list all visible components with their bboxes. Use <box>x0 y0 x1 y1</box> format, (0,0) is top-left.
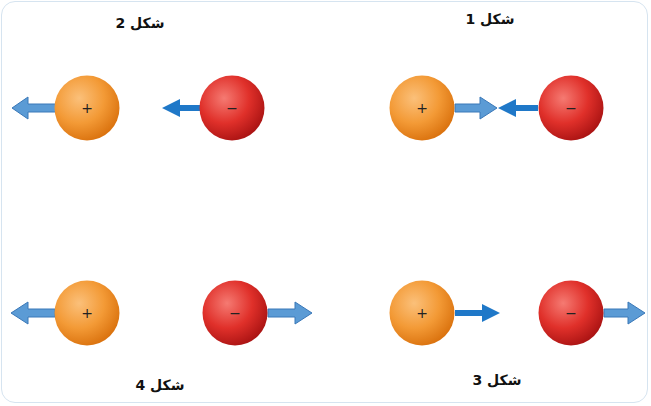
force-arrow <box>498 99 538 117</box>
figure-label: شكل 3 <box>472 372 521 388</box>
sign-holder: + <box>389 75 455 141</box>
force-arrow <box>268 302 312 324</box>
charge-sign: + <box>81 100 93 116</box>
charge-sign: − <box>565 305 577 321</box>
force-arrow <box>455 304 500 322</box>
charge-sign: + <box>81 305 93 321</box>
sign-holder: − <box>199 75 265 141</box>
positive-charge: + <box>389 280 455 346</box>
positive-charge: + <box>54 75 120 141</box>
charge-sign: + <box>416 305 428 321</box>
sign-holder: − <box>538 75 604 141</box>
negative-charge: − <box>538 75 604 141</box>
sign-holder: − <box>202 280 268 346</box>
force-arrow <box>162 99 200 117</box>
force-arrow <box>12 97 56 119</box>
positive-charge: + <box>54 280 120 346</box>
force-arrow <box>11 302 55 324</box>
figure-label: شكل 1 <box>465 11 514 27</box>
positive-charge: + <box>389 75 455 141</box>
charge-sign: − <box>226 100 238 116</box>
negative-charge: − <box>202 280 268 346</box>
negative-charge: − <box>199 75 265 141</box>
charge-sign: − <box>229 305 241 321</box>
charge-sign: + <box>416 100 428 116</box>
sign-holder: + <box>54 75 120 141</box>
force-arrow <box>604 302 645 324</box>
negative-charge: − <box>538 280 604 346</box>
sign-holder: + <box>389 280 455 346</box>
sign-holder: + <box>54 280 120 346</box>
charge-sign: − <box>565 100 577 116</box>
force-arrow <box>455 97 497 119</box>
figure-label: شكل 2 <box>115 15 164 31</box>
sign-holder: − <box>538 280 604 346</box>
figure-label: شكل 4 <box>135 377 184 393</box>
